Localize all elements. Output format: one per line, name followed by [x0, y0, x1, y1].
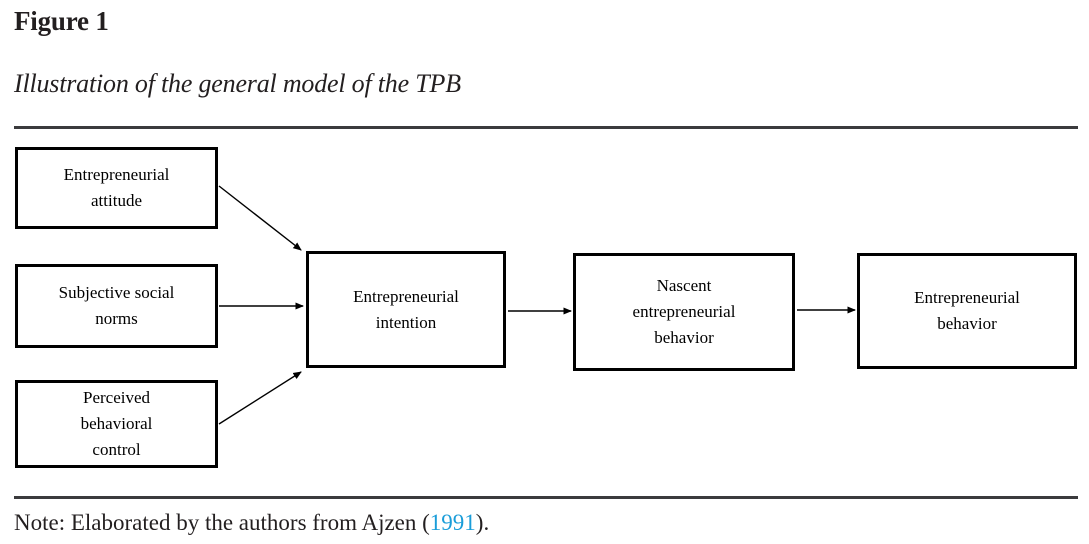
node-label-line: behavior	[654, 328, 714, 347]
node-label-line: attitude	[91, 191, 142, 210]
edge-control-to-intention	[218, 371, 302, 425]
node-label-line: norms	[95, 309, 138, 328]
node-label-line: behavior	[937, 314, 997, 333]
node-label-line: Entrepreneurial	[914, 288, 1020, 307]
node-label-line: Entrepreneurial	[353, 286, 459, 306]
node-label-line: entrepreneurial	[632, 302, 736, 321]
node-perceived-behavioral-control: Perceived behavioral control	[15, 380, 218, 468]
node-label-line: Perceived	[82, 388, 151, 407]
top-divider	[14, 126, 1078, 129]
node-entrepreneurial-intention: Entrepreneurial intention	[306, 251, 506, 368]
note-suffix: ).	[475, 510, 490, 535]
node-label-line: control	[92, 440, 141, 459]
node-entrepreneurial-attitude: Entrepreneurial attitude	[15, 147, 218, 229]
node-label-line: Subjective social	[58, 283, 175, 302]
node-nascent-entrepreneurial-behavior: Nascent entrepreneurial behavior	[573, 253, 795, 371]
note-prefix: Note: Elaborated by the authors from Ajz…	[14, 510, 430, 535]
citation-link[interactable]: 1991	[429, 510, 476, 535]
node-subjective-social-norms: Subjective social norms	[15, 264, 218, 348]
bottom-divider	[14, 496, 1078, 499]
edge-attitude-to-intention	[218, 185, 302, 251]
page-title: Figure 1	[14, 6, 109, 36]
node-label-line: Nascent	[656, 276, 712, 295]
node-label-line: intention	[375, 312, 437, 332]
figure-note: Note: Elaborated by the authors from Ajz…	[14, 508, 489, 538]
node-label-line: behavioral	[80, 414, 153, 433]
figure-caption: Illustration of the general model of the…	[14, 69, 461, 98]
node-entrepreneurial-behavior: Entrepreneurial behavior	[857, 253, 1077, 369]
node-label-line: Entrepreneurial	[63, 165, 170, 184]
